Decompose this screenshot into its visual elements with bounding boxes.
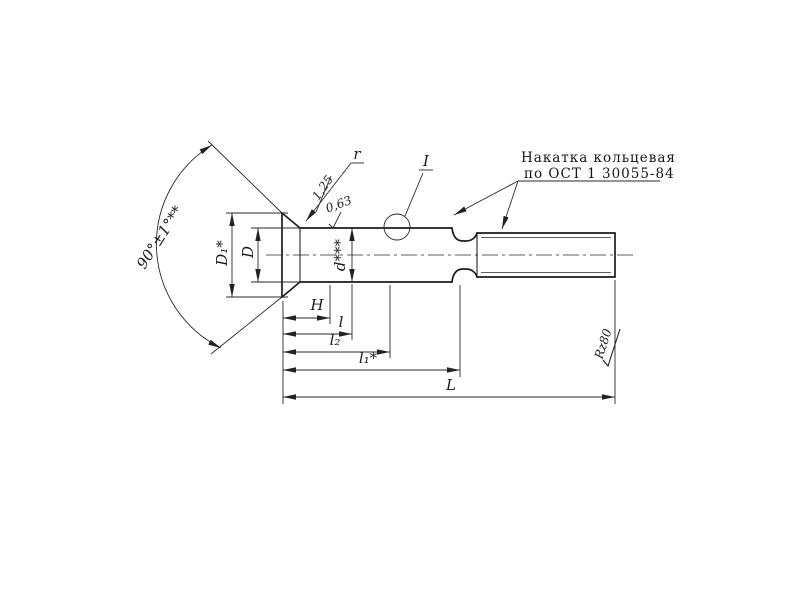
length-l2-label: l₂: [330, 331, 341, 349]
length-l-label: l: [339, 313, 344, 331]
angle-extension-top: [207, 140, 283, 214]
groove-bottom-profile: [451, 268, 478, 283]
detail-callout: I: [383, 152, 433, 241]
shaft-diameter-label: d***: [331, 238, 349, 271]
fillet-label: r: [353, 145, 361, 163]
groove-top-profile: [451, 227, 478, 242]
knurl-note-line2: по ОСТ 1 30055-84: [524, 166, 675, 182]
head-height-label: H: [309, 296, 324, 314]
knurl-note: Накатка кольцевая по ОСТ 1 30055-84: [453, 150, 676, 230]
fillet-callout: r: [305, 145, 364, 222]
knurl-leader-1: [453, 180, 519, 216]
knurl-note-line1: Накатка кольцевая: [521, 150, 676, 166]
detail-circle: [383, 213, 411, 241]
length-dimensions: H l l₂ l₁* L: [282, 280, 616, 404]
knurl-leader-2: [501, 180, 519, 230]
angle-label: 90°±1°**: [133, 202, 187, 272]
overall-length-label: L: [445, 376, 456, 394]
roughness-shaft-value: 0,63: [324, 193, 354, 215]
cone-bottom-edge: [281, 281, 301, 298]
roughness-cone-check-icon: [315, 175, 332, 213]
part-outline: [281, 212, 616, 298]
detail-leader: [404, 172, 424, 217]
head-diameter-label: D₁*: [213, 240, 231, 267]
roughness-end-check-icon: [602, 328, 621, 368]
cone-top-edge: [281, 212, 301, 229]
roughness-shaft-check-icon: [328, 211, 342, 229]
length-l1-label: l₁*: [359, 349, 378, 367]
angle-extension-bottom: [210, 296, 283, 355]
diameter-dimensions: D₁* D d***: [213, 212, 355, 298]
diameter-label: D: [239, 246, 257, 259]
fillet-leader: [305, 162, 352, 222]
detail-view-label: I: [422, 152, 430, 170]
angle-dimension: 90°±1°**: [133, 140, 283, 355]
angle-dimension-arc: [156, 144, 222, 349]
